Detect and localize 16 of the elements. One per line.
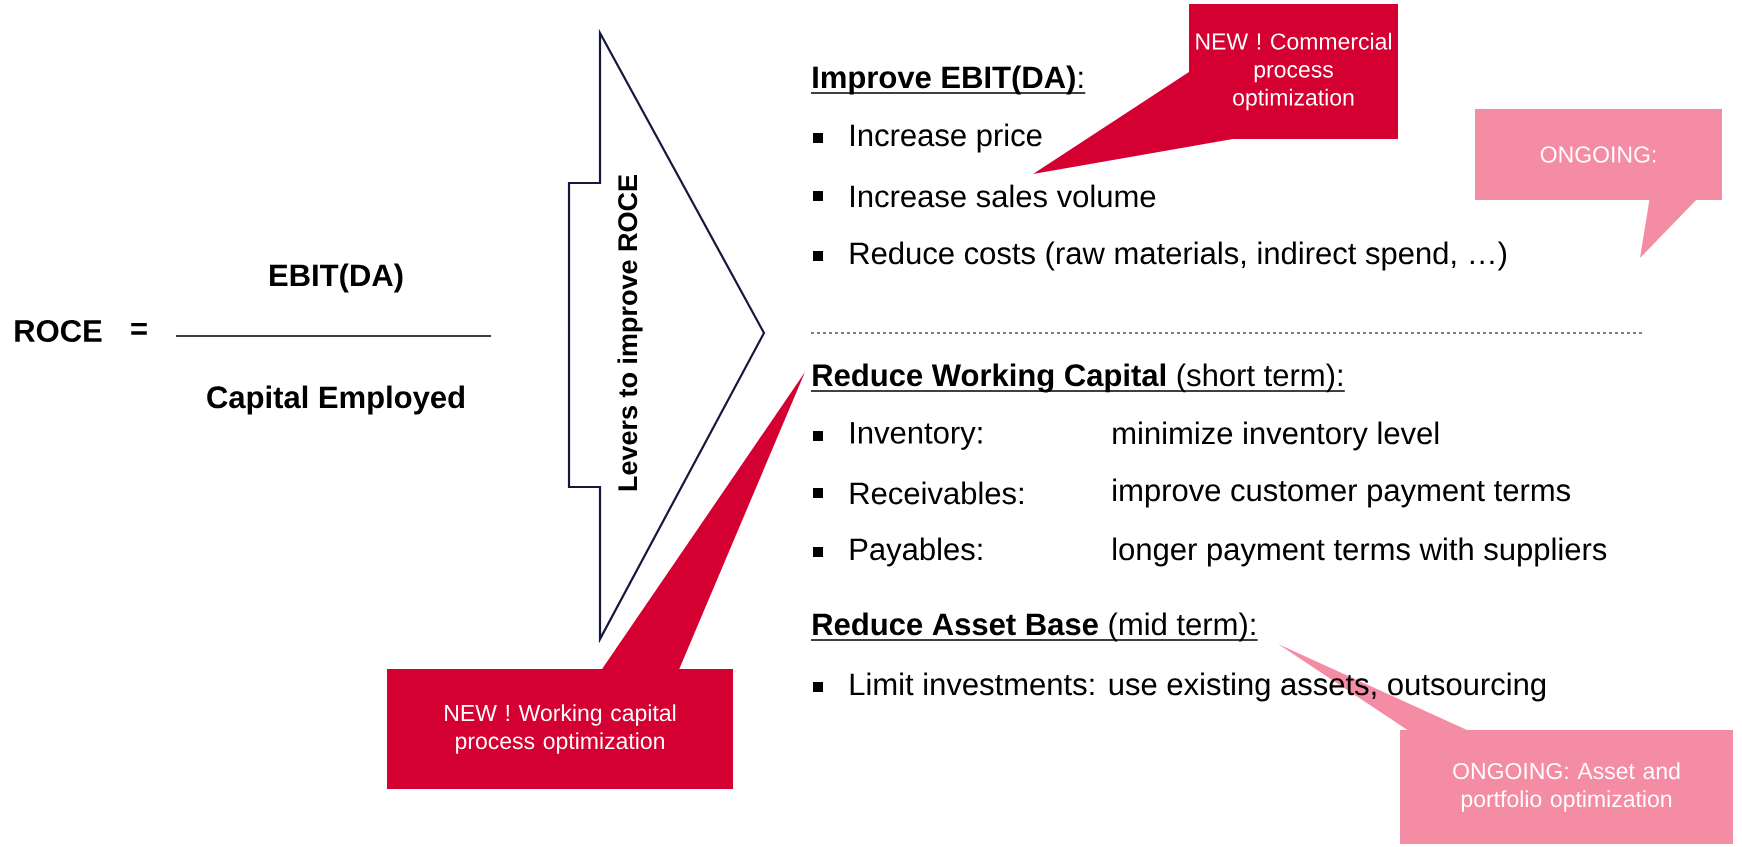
list-text: longer payment terms with suppliers <box>1113 537 1607 567</box>
formula-label: = <box>131 322 147 335</box>
formula-label: EBIT(DA) <box>270 263 403 293</box>
list-text: minimize inventory level <box>1113 421 1439 451</box>
bullet-item: Inventory: <box>813 422 982 450</box>
formula-label: ROCE <box>15 320 102 342</box>
section-heading: Improve EBIT(DA): <box>810 65 1086 95</box>
bullet-item: Increase price <box>813 123 1042 153</box>
section-heading: Reduce Asset Base (mid term): <box>810 612 1259 642</box>
node-label: NEW ! Working capital process optimization <box>445 704 676 754</box>
bullet-item: Receivables: <box>813 481 1023 505</box>
list-text: improve customer payment terms <box>1113 478 1570 508</box>
section-heading: Reduce Working Capital (short term): <box>810 363 1346 393</box>
bullet-item: Increase sales volume <box>813 184 1156 208</box>
formula-label: Capital Employed <box>207 385 464 415</box>
bullet-item: Payables: <box>813 537 982 567</box>
